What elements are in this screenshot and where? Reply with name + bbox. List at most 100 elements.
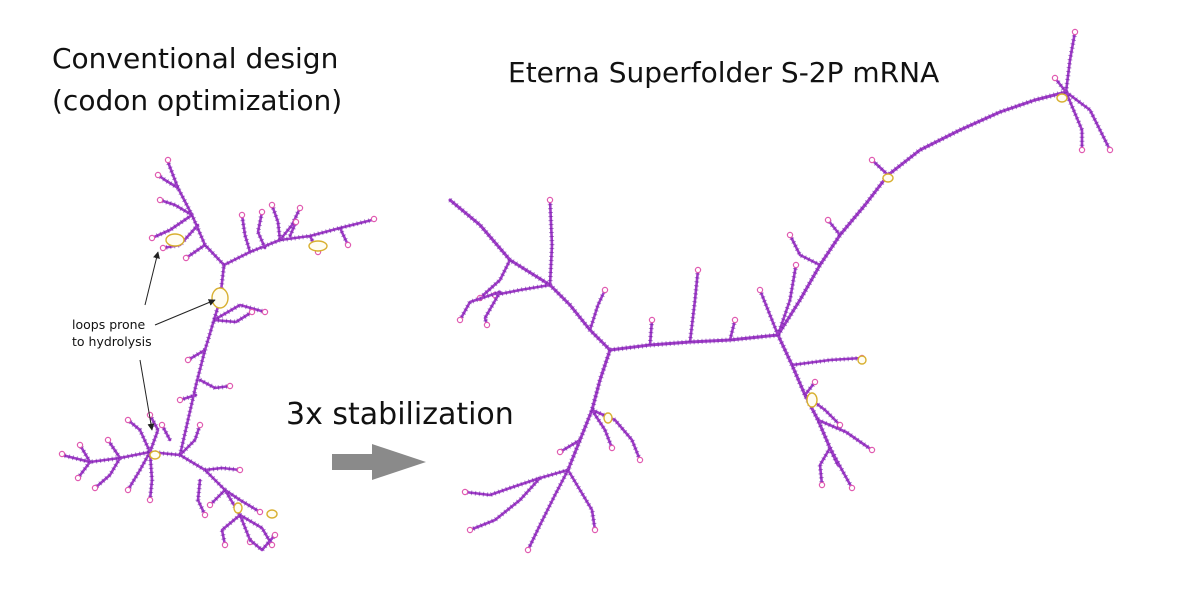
hairpin-loop <box>296 204 304 212</box>
helix-segment <box>758 288 780 337</box>
helix-segment <box>256 210 267 250</box>
superfolder-title: Eterna Superfolder S-2P mRNA <box>508 56 940 89</box>
hairpin-loop <box>184 356 192 364</box>
base-pair-ticks <box>803 380 817 397</box>
base-pair-ticks <box>238 512 275 547</box>
helix-segment <box>1064 30 1077 94</box>
base-pair-ticks <box>787 233 822 268</box>
hairpin-loop <box>731 316 739 324</box>
hairpin-loop <box>546 196 554 204</box>
hairpin-loop <box>158 421 166 429</box>
helix-segment <box>790 356 864 367</box>
hairpin-loop <box>636 456 644 464</box>
annotation-arrows <box>139 251 216 431</box>
hairpin-loop <box>601 286 609 294</box>
hairpin-loop <box>466 526 474 534</box>
helix-segment <box>178 423 202 457</box>
helix-segment <box>728 318 737 342</box>
hairpin-loop <box>268 541 276 549</box>
hairpin-loop <box>238 211 246 219</box>
helix-segment <box>240 213 252 254</box>
hairpin-loop <box>524 546 532 554</box>
hairpin-loop <box>256 508 264 516</box>
base-pair-ticks <box>198 377 231 391</box>
hairpin-loop <box>608 444 616 452</box>
helix-segment <box>203 466 242 472</box>
hairpin-loop <box>176 396 184 404</box>
hairpin-loop <box>182 254 190 262</box>
helix-segment <box>468 476 542 532</box>
helix-segment <box>458 290 502 322</box>
hairpin-loop <box>261 308 269 316</box>
helix-segment <box>166 160 226 267</box>
base-pair-ticks <box>448 198 612 352</box>
base-pair-ticks <box>647 319 655 346</box>
hairpin-loop <box>370 215 378 223</box>
internal-loop <box>857 355 867 365</box>
base-pair-ticks <box>222 217 373 268</box>
internal-loop <box>211 287 229 309</box>
hairpin-loop <box>146 496 154 504</box>
helix-segment <box>158 198 194 217</box>
base-pair-ticks <box>469 476 542 533</box>
hairpin-loop <box>271 531 279 539</box>
helix-segment <box>148 413 160 454</box>
annotation-arrow-line <box>139 359 155 431</box>
base-pair-ticks <box>151 213 194 241</box>
helix-segment <box>278 206 302 242</box>
hairpin-loop <box>836 421 844 429</box>
helix-segment <box>566 468 597 532</box>
base-pair-ticks <box>126 418 153 453</box>
base-pair-ticks <box>1053 76 1068 94</box>
helix-segment <box>493 283 552 297</box>
hairpin-loop <box>868 156 876 164</box>
internal-loop <box>149 450 161 460</box>
base-pair-ticks <box>464 467 569 498</box>
helix-segment <box>212 303 267 322</box>
title-line-1: Conventional design <box>52 42 339 75</box>
helix-segment <box>558 438 582 454</box>
hairpin-loop <box>156 196 164 204</box>
internal-loop <box>266 509 278 519</box>
hairpin-loop <box>206 501 214 509</box>
hairpin-loop <box>196 421 204 429</box>
superfolder-mrna-structure <box>448 28 1114 554</box>
helix-segment <box>590 408 642 462</box>
internal-loop <box>308 240 328 252</box>
hairpin-loop <box>811 378 819 386</box>
helix-segment <box>106 438 122 460</box>
hairpin-loop <box>556 448 564 456</box>
hairpin-loop <box>124 416 132 424</box>
hairpin-loop <box>1078 146 1086 154</box>
hairpin-loop <box>74 474 82 482</box>
base-pair-ticks <box>587 288 608 331</box>
hairpin-loop <box>591 526 599 534</box>
base-pair-ticks <box>775 264 799 336</box>
base-pair-ticks <box>775 89 1067 337</box>
base-pair-ticks <box>93 456 123 490</box>
helix-segment <box>126 450 152 492</box>
hairpin-loop <box>824 216 832 224</box>
conventional-design-title: Conventional design (codon optimization) <box>52 38 342 122</box>
helix-segment <box>776 90 1068 337</box>
helix-segment <box>126 418 152 454</box>
hairpin-loop <box>1071 28 1079 36</box>
internal-loop <box>882 173 894 183</box>
hairpin-loop <box>226 382 234 390</box>
helix-segment <box>1064 90 1112 152</box>
hairpin-loop <box>201 511 209 519</box>
base-pair-ticks <box>125 450 153 492</box>
internal-loop <box>233 502 243 514</box>
hairpin-loop <box>58 450 66 458</box>
hairpin-loop <box>76 441 84 449</box>
hairpin-loop <box>221 541 229 549</box>
base-pair-ticks <box>525 468 571 552</box>
base-pair-ticks <box>589 408 615 449</box>
internal-loop <box>1056 93 1068 103</box>
hairpin-loop <box>154 171 162 179</box>
helix-segment <box>776 263 798 337</box>
helix-segment <box>816 418 874 452</box>
base-pair-ticks <box>827 446 855 490</box>
base-pair-ticks <box>195 479 208 517</box>
